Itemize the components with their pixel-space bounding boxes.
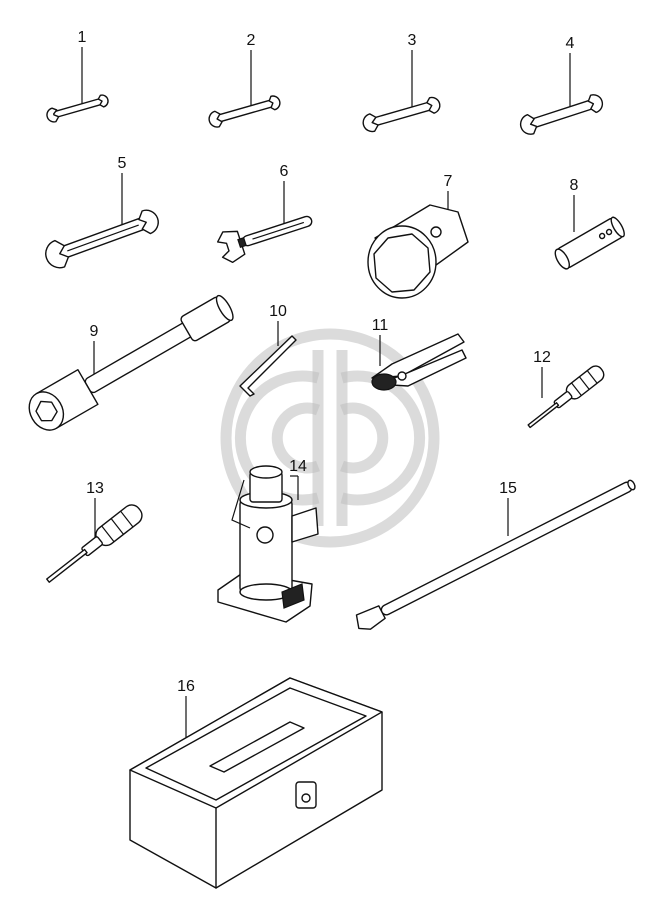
part-8-callout: 8 (570, 177, 579, 232)
part-14-bottle-jack-icon (217, 465, 319, 623)
part-4-number: 4 (566, 35, 575, 52)
part-13-number: 13 (86, 480, 104, 497)
part-12-callout: 12 (533, 349, 551, 398)
part-13-screwdriver-icon (46, 504, 143, 583)
part-6-adjustable-wrench-icon (216, 215, 313, 264)
part-7-box-spanner-icon (367, 204, 469, 299)
part-7-number: 7 (444, 173, 453, 190)
part-10-number: 10 (269, 303, 287, 320)
part-9-callout: 9 (90, 323, 99, 374)
part-15-number: 15 (499, 480, 517, 497)
part-6-callout: 6 (280, 163, 289, 230)
part-8-number: 8 (570, 177, 579, 194)
part-8-tube-spanner-icon (554, 216, 625, 270)
part-12-number: 12 (533, 349, 551, 366)
part-9-socket-wrench-icon (28, 294, 234, 431)
part-10-hex-key-icon (239, 335, 297, 397)
part-2-callout: 2 (247, 32, 256, 110)
part-3-callout: 3 (408, 32, 417, 112)
part-1-wrench-icon (46, 94, 109, 123)
part-13-callout: 13 (86, 480, 104, 538)
part-11-pliers-icon (371, 333, 467, 391)
part-2-wrench-icon (208, 95, 281, 128)
part-4-callout: 4 (566, 35, 575, 108)
part-14-callout: 14 (289, 458, 307, 500)
part-11-callout: 11 (372, 317, 389, 366)
part-16-number: 16 (177, 678, 195, 695)
part-4-wrench-icon (519, 94, 604, 135)
part-3-wrench-icon (362, 96, 441, 133)
part-16-callout: 16 (177, 678, 195, 738)
part-2-number: 2 (247, 32, 256, 49)
part-6-number: 6 (280, 163, 289, 180)
part-11-number: 11 (372, 317, 389, 334)
part-9-number: 9 (90, 323, 99, 340)
part-3-number: 3 (408, 32, 417, 49)
part-1-number: 1 (78, 29, 87, 46)
part-15-callout: 15 (499, 480, 517, 536)
part-5-wrench-icon (45, 209, 159, 269)
part-10-callout: 10 (269, 303, 287, 346)
part-14-number: 14 (289, 458, 307, 475)
part-5-number: 5 (118, 155, 127, 172)
part-15-jack-handle-icon (355, 479, 636, 630)
part-16-tool-box-icon (129, 677, 383, 889)
part-7-callout: 7 (444, 173, 453, 212)
part-12-screwdriver-icon (527, 365, 605, 429)
part-1-callout: 1 (78, 29, 87, 108)
